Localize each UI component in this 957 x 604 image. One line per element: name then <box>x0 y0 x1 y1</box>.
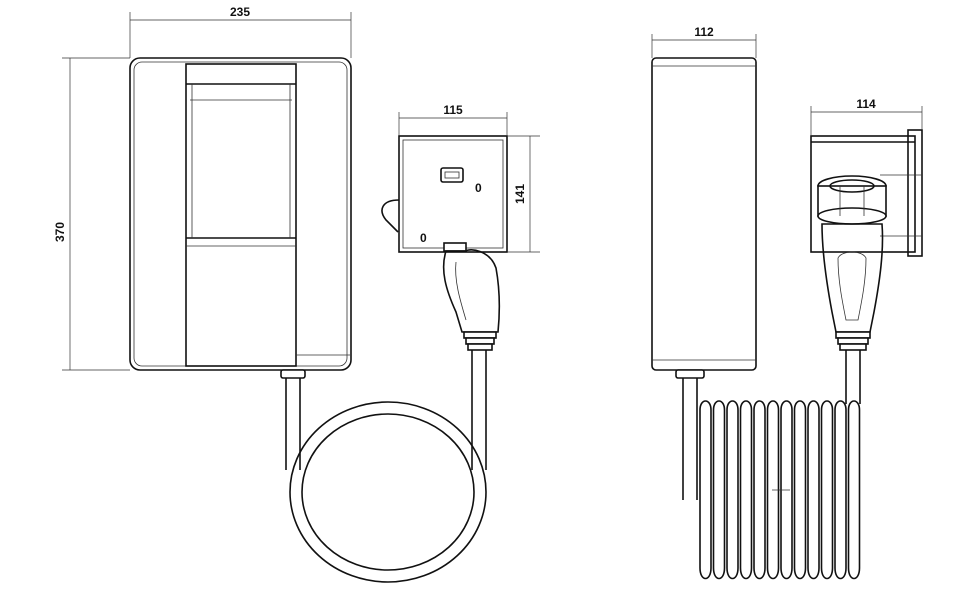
cable-coil <box>712 400 726 580</box>
svg-text:141: 141 <box>513 184 527 204</box>
side-cable-gland <box>675 369 705 379</box>
cable-coil <box>726 400 739 580</box>
cable-coil <box>847 400 861 580</box>
front-cable-loop <box>289 350 487 583</box>
cable-coil <box>820 400 834 580</box>
side-holder <box>810 129 923 257</box>
dimension-box-height: 370 <box>53 57 130 371</box>
side-connector <box>817 175 887 404</box>
cable-coil <box>780 400 793 580</box>
cable-coil <box>699 400 712 580</box>
dimension-side-depth: 112 <box>651 25 757 58</box>
side-coiled-cable <box>699 400 861 580</box>
holder-mark-right: 0 <box>475 181 482 195</box>
side-wallbox <box>651 57 757 500</box>
svg-text:370: 370 <box>53 222 67 242</box>
front-wallbox <box>129 57 352 470</box>
holder-mark-left: 0 <box>420 231 427 245</box>
svg-text:114: 114 <box>856 97 876 111</box>
front-holder: 0 0 <box>381 135 508 253</box>
svg-text:115: 115 <box>443 103 463 117</box>
cable-coil <box>766 400 780 580</box>
cable-coil <box>753 400 766 580</box>
dimension-holder-height: 141 <box>507 135 540 253</box>
cable-coil <box>834 400 847 580</box>
front-connector <box>442 242 501 351</box>
cable-coil <box>807 400 820 580</box>
cable-coil <box>739 400 753 580</box>
dimension-box-width: 235 <box>129 5 352 58</box>
cable-coil <box>793 400 807 580</box>
svg-text:112: 112 <box>694 25 714 39</box>
holder-slot <box>440 167 464 183</box>
cable-gland <box>280 369 306 379</box>
dimension-holder-side-width: 114 <box>810 97 923 136</box>
svg-text:235: 235 <box>230 5 250 19</box>
dimension-holder-width: 115 <box>398 103 508 136</box>
